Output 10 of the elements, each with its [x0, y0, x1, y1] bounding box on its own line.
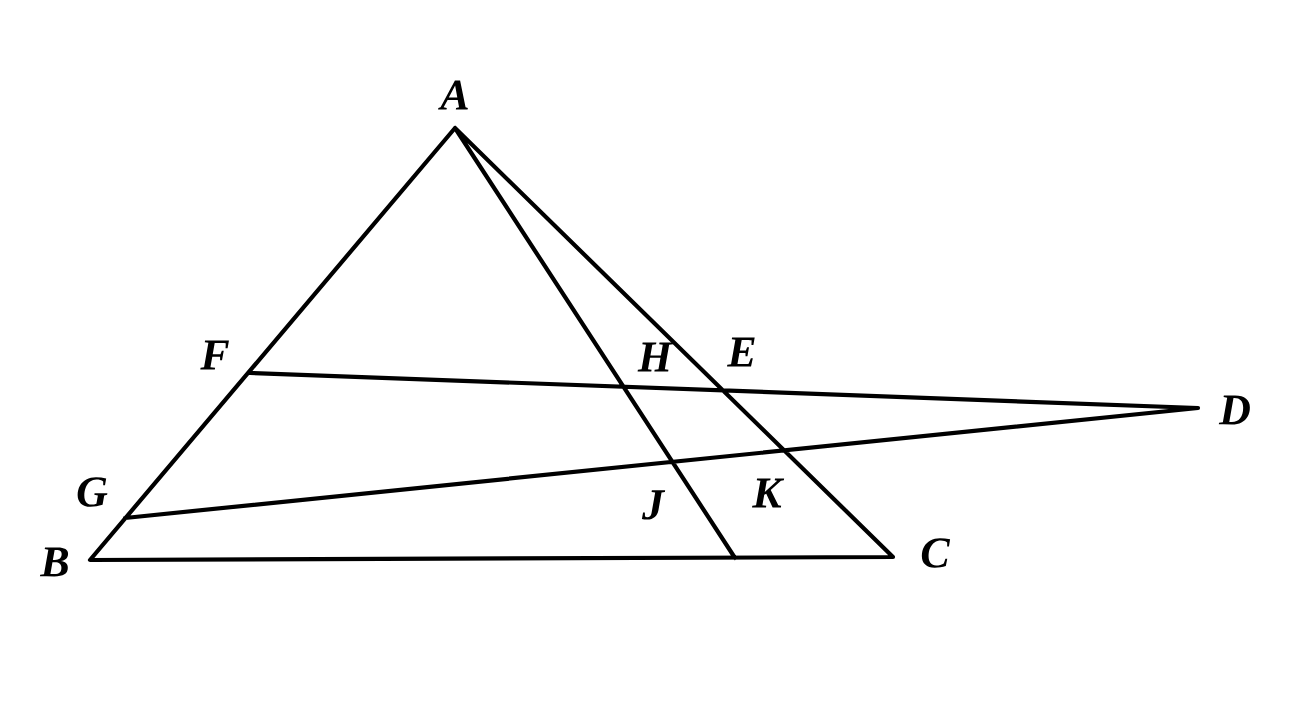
point-label: D	[1218, 395, 1250, 425]
point-label: A	[438, 80, 468, 110]
point-label: J	[641, 490, 666, 520]
point-label: G	[77, 477, 108, 507]
point-label: H	[637, 342, 674, 372]
point-label: E	[727, 337, 755, 367]
point-label: F	[200, 340, 229, 370]
point-label: B	[39, 547, 69, 577]
point-label: K	[752, 478, 785, 508]
point-label: C	[921, 538, 951, 568]
